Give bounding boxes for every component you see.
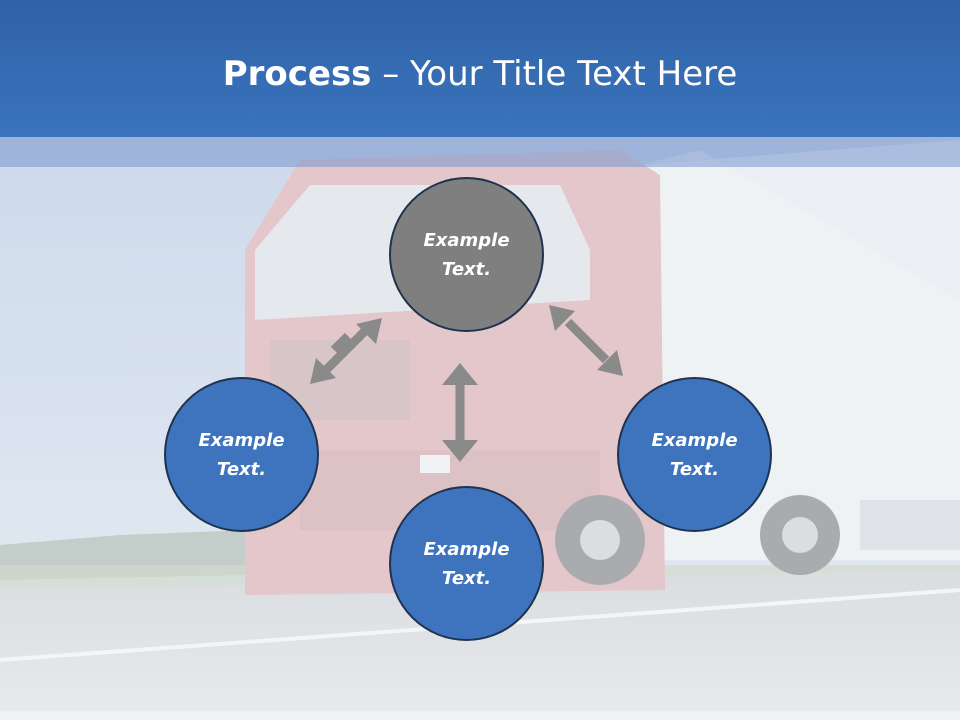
arrow-vertical	[442, 363, 478, 462]
node-top: Example Text.	[389, 177, 544, 332]
title-bar	[0, 0, 960, 137]
page-title: Process – Your Title Text Here	[0, 52, 960, 96]
node-top-text: Example Text.	[423, 229, 510, 280]
title-bold: Process	[222, 54, 372, 94]
node-bottom: Example Text.	[389, 486, 544, 641]
node-left: Example Text.	[164, 377, 319, 532]
node-left-text: Example Text.	[198, 429, 285, 480]
arrow-top-right	[549, 305, 623, 376]
node-bottom-text: Example Text.	[423, 538, 510, 589]
title-rest: – Your Title Text Here	[371, 54, 738, 94]
title-sub-band	[0, 137, 960, 167]
arrow-top-left	[310, 318, 382, 384]
bottom-strip	[0, 711, 960, 720]
node-right: Example Text.	[617, 377, 772, 532]
node-right-text: Example Text.	[651, 429, 738, 480]
